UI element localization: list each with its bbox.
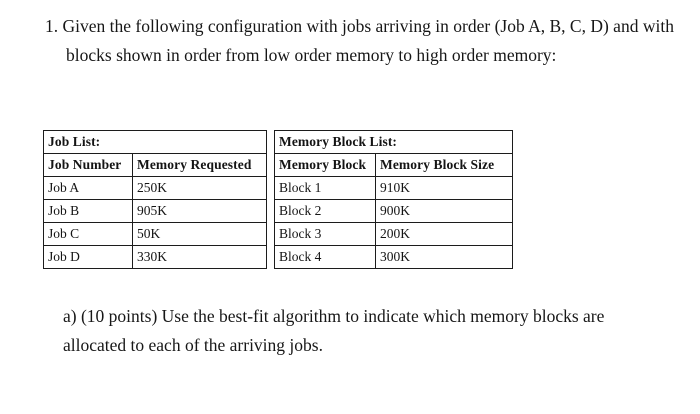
job-list-cell-memory: 330K	[132, 245, 267, 269]
memory-block-cell-block: Block 4	[274, 245, 376, 269]
job-list-cell-memory: 50K	[132, 222, 267, 246]
memory-block-list-table: Memory Block List: Memory Block Memory B…	[274, 130, 513, 269]
table-header-row: Memory Block Memory Block Size	[274, 153, 513, 177]
table-row: Job C 50K	[43, 222, 267, 246]
question-stem: 1. Given the following configuration wit…	[45, 16, 674, 65]
table-row: Block 4 300K	[274, 245, 513, 269]
job-list-header-job-number: Job Number	[43, 153, 133, 177]
job-list-title: Job List:	[43, 130, 267, 154]
memory-block-cell-block: Block 3	[274, 222, 376, 246]
table-header-row: Job Number Memory Requested	[43, 153, 267, 177]
memory-block-cell-size: 900K	[375, 199, 513, 223]
job-list-cell-job: Job B	[43, 199, 133, 223]
job-list-cell-job: Job A	[43, 176, 133, 200]
job-list-header-memory-requested: Memory Requested	[132, 153, 267, 177]
job-list-cell-job: Job D	[43, 245, 133, 269]
table-row: Block 2 900K	[274, 199, 513, 223]
table-row: Job A 250K	[43, 176, 267, 200]
job-list-cell-job: Job C	[43, 222, 133, 246]
memory-block-header-block: Memory Block	[274, 153, 376, 177]
table-row: Job D 330K	[43, 245, 267, 269]
job-list-cell-memory: 250K	[132, 176, 267, 200]
table-title-row: Memory Block List:	[274, 130, 513, 154]
table-row: Block 3 200K	[274, 222, 513, 246]
table-row: Job B 905K	[43, 199, 267, 223]
memory-block-cell-size: 200K	[375, 222, 513, 246]
memory-block-cell-size: 910K	[375, 176, 513, 200]
memory-block-list-title: Memory Block List:	[274, 130, 513, 154]
memory-block-header-size: Memory Block Size	[375, 153, 513, 177]
table-title-row: Job List:	[43, 130, 267, 154]
job-list-table: Job List: Job Number Memory Requested Jo…	[43, 130, 267, 269]
table-row: Block 1 910K	[274, 176, 513, 200]
tables-container: Job List: Job Number Memory Requested Jo…	[43, 130, 513, 269]
job-list-cell-memory: 905K	[132, 199, 267, 223]
question-part-a: a) (10 points) Use the best-fit algorith…	[63, 306, 605, 355]
memory-block-cell-block: Block 1	[274, 176, 376, 200]
memory-block-cell-size: 300K	[375, 245, 513, 269]
memory-block-cell-block: Block 2	[274, 199, 376, 223]
